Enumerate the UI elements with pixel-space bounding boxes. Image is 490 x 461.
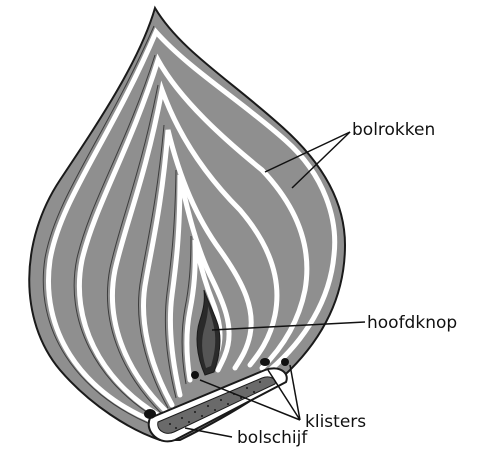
label-klisters: klisters bbox=[305, 412, 366, 432]
label-bolrokken: bolrokken bbox=[352, 120, 435, 140]
label-hoofdknop: hoofdknop bbox=[367, 313, 457, 333]
label-bolschijf: bolschijf bbox=[237, 428, 308, 448]
